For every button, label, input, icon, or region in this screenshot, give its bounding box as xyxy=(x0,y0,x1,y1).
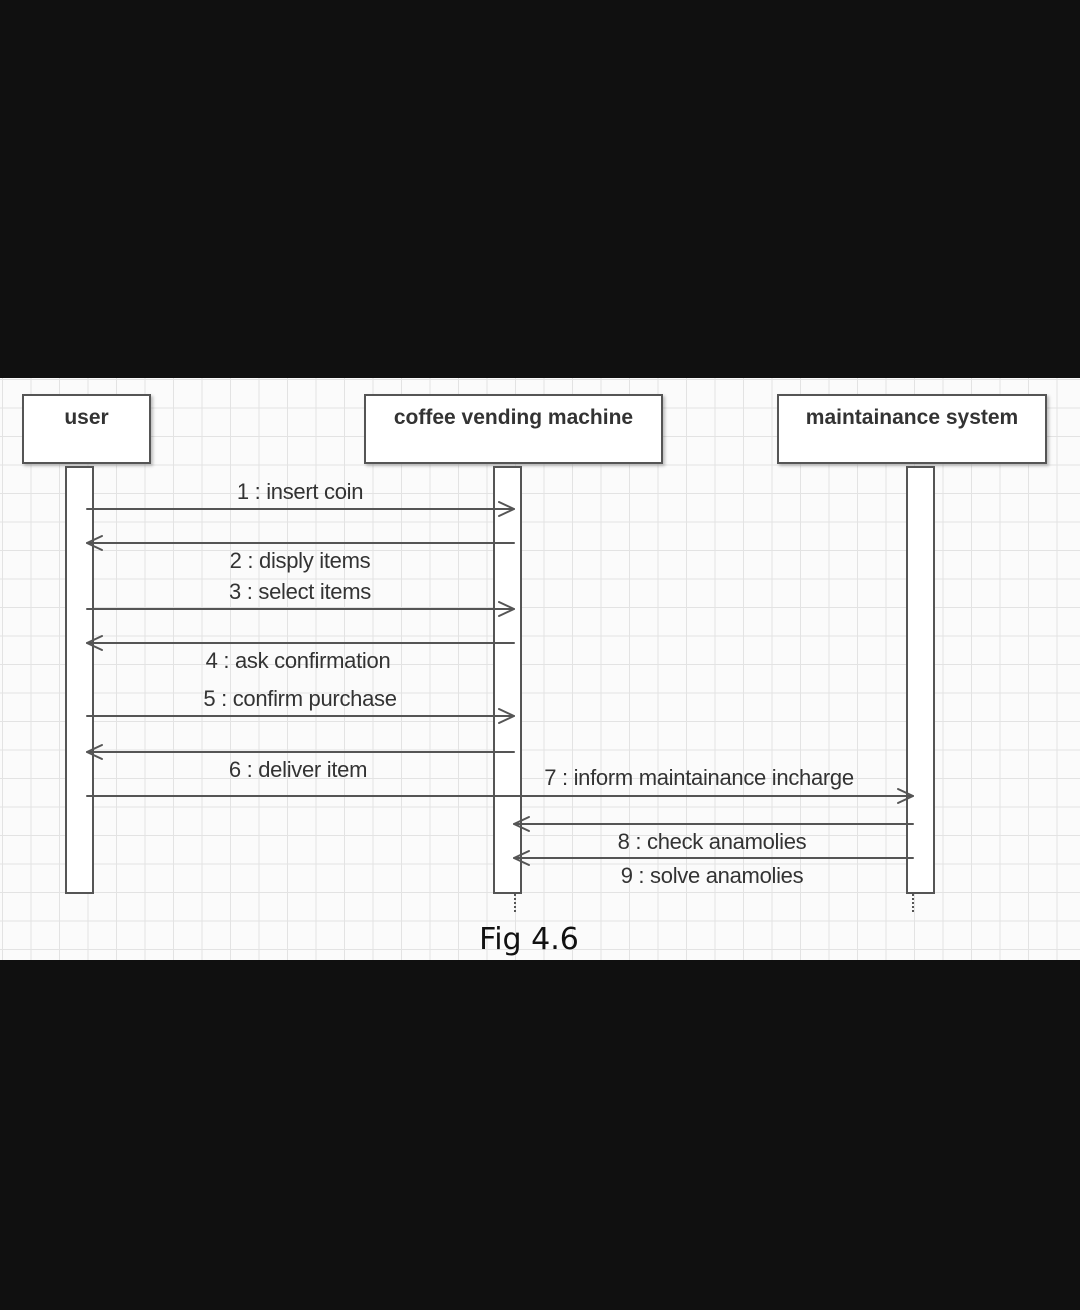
message-label-6: 6 : deliver item xyxy=(228,757,368,782)
message-label-1: 1 : insert coin xyxy=(236,479,364,504)
message-arrows xyxy=(86,501,914,866)
participant-coffee-vending-machine: coffee vending machine xyxy=(364,394,663,464)
message-arrow-7 xyxy=(86,788,914,804)
participant-maintainance-system-label: maintainance system xyxy=(805,406,1019,429)
message-arrow-3 xyxy=(86,601,515,617)
message-arrow-1 xyxy=(86,501,515,517)
message-arrow-5 xyxy=(86,708,515,724)
message-label-4: 4 : ask confirmation xyxy=(205,648,391,673)
message-label-7: 7 : inform maintainance incharge xyxy=(544,765,854,790)
lifeline-tail-coffee-vending-machine xyxy=(514,894,516,912)
message-arrow-4 xyxy=(86,635,515,651)
participant-user: user xyxy=(22,394,151,464)
message-label-5: 5 : confirm purchase xyxy=(203,686,397,711)
message-arrow-8 xyxy=(513,816,914,832)
participant-maintainance-system: maintainance system xyxy=(777,394,1047,464)
lifeline-tail-maintainance-system xyxy=(912,894,914,912)
participant-coffee-vending-machine-label: coffee vending machine xyxy=(393,406,634,429)
message-label-3: 3 : select items xyxy=(229,579,371,604)
activation-bar-maintainance-system xyxy=(906,466,935,894)
participant-user-label: user xyxy=(64,406,109,429)
activation-bar-user xyxy=(65,466,94,894)
message-label-8: 8 : check anamolies xyxy=(617,829,807,854)
message-arrow-2 xyxy=(86,535,515,551)
message-arrow-9 xyxy=(513,850,914,866)
sequence-diagram: user coffee vending machine maintainance… xyxy=(0,378,1080,960)
message-label-2: 2 : disply items xyxy=(229,548,371,573)
message-label-9: 9 : solve anamolies xyxy=(620,863,804,888)
message-arrow-6 xyxy=(86,744,515,760)
figure-caption: Fig 4.6 xyxy=(479,922,579,957)
